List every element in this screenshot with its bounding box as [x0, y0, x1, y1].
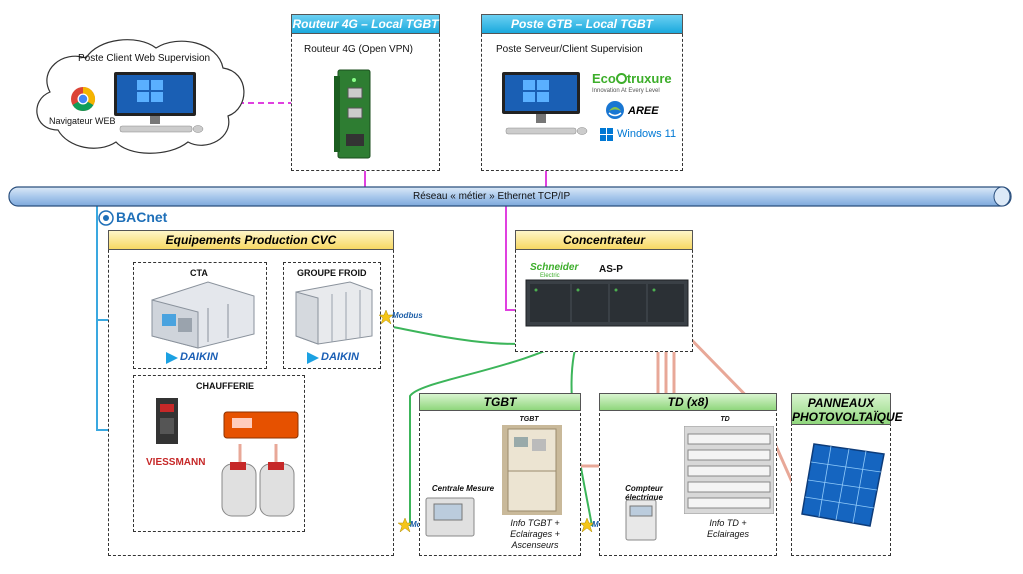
schneider-logo-sub: Electric [540, 273, 560, 279]
concentrateur-header: Concentrateur [515, 230, 693, 250]
td-panel-photo [684, 426, 774, 514]
client-title: Poste Client Web Supervision [78, 53, 211, 64]
daikin-gf-icon [307, 352, 319, 364]
chrome-icon[interactable] [70, 86, 96, 112]
tgbt-info: Info TGBT + Eclairages + Ascenseurs [510, 518, 560, 550]
daikin-cta-logo: DAIKIN [180, 351, 218, 363]
gtb-pc-icon [502, 72, 588, 135]
boiler-controller-icon [223, 411, 299, 439]
aree-logo: AREE [628, 105, 659, 117]
td-header: TD (x8) [599, 393, 777, 411]
pv-header: PANNEAUX PHOTOVOLTAÏQUE [791, 393, 903, 425]
groupe-froid-label: GROUPE FROID [297, 268, 367, 278]
aree-logo-icon [606, 101, 624, 119]
modbus-star-icon-gf [379, 310, 393, 324]
td-meter-label: Compteur électrique [625, 484, 663, 502]
ecostruxure-logo-a: Eco [592, 71, 616, 86]
modbus-star-icon-tgbt [398, 518, 412, 532]
gtb-device-label: Poste Serveur/Client Supervision [496, 44, 643, 55]
boilers-icon [221, 444, 295, 517]
daikin-gf-logo: DAIKIN [321, 351, 359, 363]
compteur-electrique-icon [625, 499, 657, 541]
schneider-logo: Schneider [530, 262, 579, 273]
solar-panel-icon [801, 443, 885, 527]
browser-label: Navigateur WEB [49, 116, 116, 126]
td-photo-label: TD [720, 416, 730, 423]
centrale-mesure-icon [425, 497, 475, 537]
daikin-cta-icon [166, 352, 178, 364]
viessmann-controller-icon [156, 398, 178, 444]
bacnet-icon [98, 210, 114, 226]
client-pc-icon [114, 72, 204, 133]
windows-logo: Windows 11 [617, 128, 677, 140]
ecostruxure-logo: Eco truxure [592, 71, 672, 86]
pv-header-line2: PHOTOVOLTAÏQUE [792, 410, 903, 424]
ecostruxure-tagline: Innovation At Every Level [592, 88, 660, 94]
td-info: Info TD + Eclairages [706, 518, 750, 539]
router-header: Routeur 4G – Local TGBT [291, 14, 440, 34]
tgbt-header: TGBT [419, 393, 581, 411]
tgbt-meter-label: Centrale Mesure [431, 484, 495, 493]
viessmann-logo: VIESSMANN [146, 457, 206, 468]
router-4g-icon [334, 69, 371, 159]
asp-model-label: AS-P [599, 264, 623, 275]
cvc-header: Equipements Production CVC [108, 230, 394, 250]
cta-unit-icon [151, 281, 255, 349]
ecostruxure-logo-b: truxure [626, 71, 672, 86]
network-label: Réseau « métier » Ethernet TCP/IP [413, 191, 571, 202]
modbus-label-gf: Modbus [392, 311, 423, 320]
pv-header-line1: PANNEAUX [807, 396, 875, 410]
tgbt-photo-label: TGBT [519, 416, 539, 423]
gtb-header: Poste GTB – Local TGBT [481, 14, 683, 34]
tgbt-panel-photo [502, 425, 562, 515]
bacnet-label: BACnet [116, 209, 168, 225]
modbus-star-icon-td [580, 518, 594, 532]
network-bar [8, 186, 1012, 207]
router-device-label: Routeur 4G (Open VPN) [304, 44, 413, 55]
asp-device-icon [525, 279, 689, 327]
groupe-froid-icon [295, 281, 373, 345]
cta-label: CTA [190, 268, 208, 278]
windows-icon [600, 128, 613, 141]
chaufferie-label: CHAUFFERIE [196, 381, 254, 391]
